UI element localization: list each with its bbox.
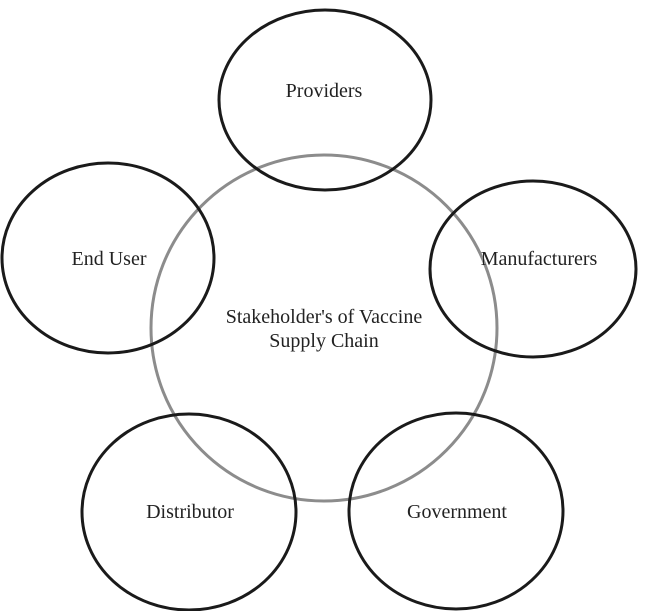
government-circle — [347, 411, 565, 611]
providers-circle — [217, 8, 433, 192]
providers-label: Providers — [286, 80, 363, 102]
center-circle — [149, 153, 499, 503]
center-label-line2: Supply Chain — [269, 330, 378, 352]
distributor-label: Distributor — [146, 501, 234, 523]
end-user-circle — [0, 161, 216, 355]
manufacturers-label: Manufacturers — [481, 248, 598, 270]
manufacturers-circle — [428, 179, 638, 359]
distributor-circle — [80, 412, 298, 611]
government-label: Government — [407, 501, 507, 523]
end-user-label: End User — [72, 248, 147, 270]
center-label-line1: Stakeholder's of Vaccine — [226, 306, 423, 328]
